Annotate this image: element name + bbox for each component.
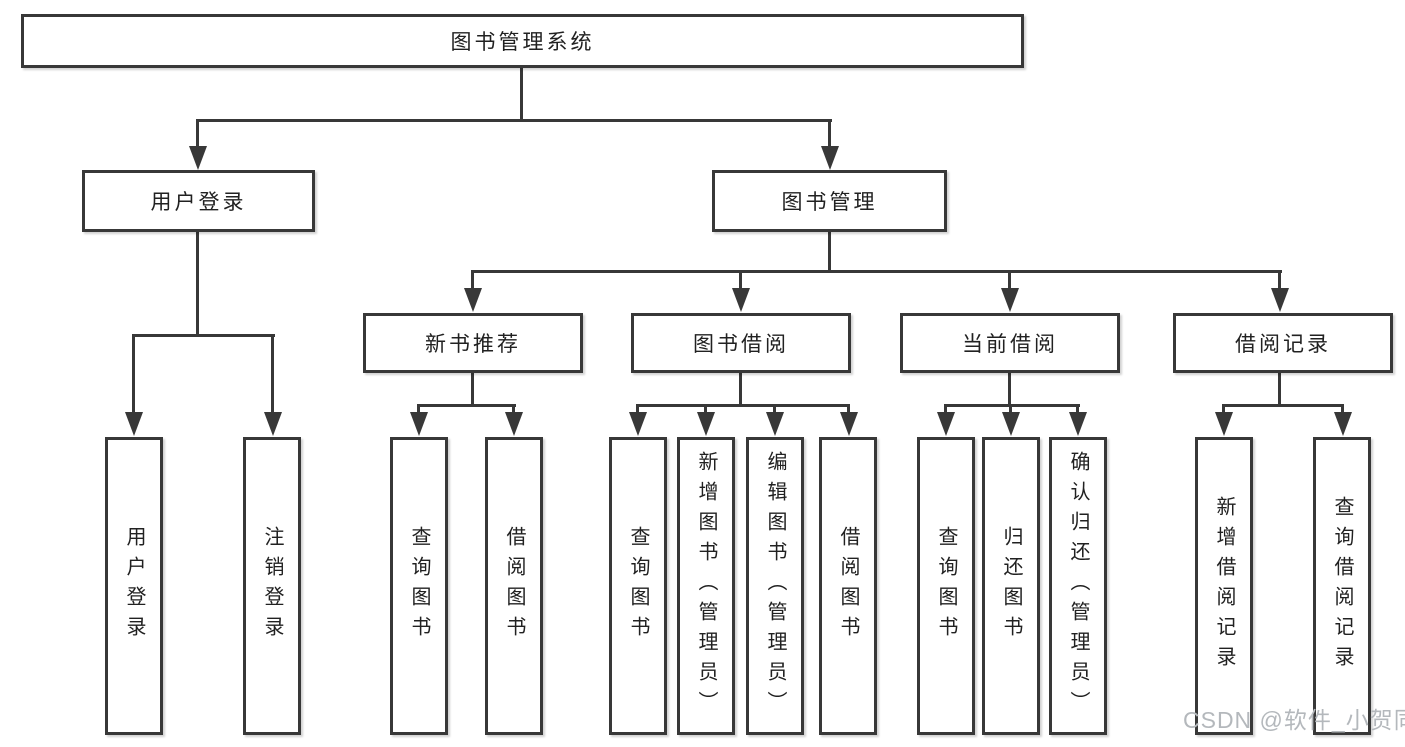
- node-book-management: 图书管理: [712, 170, 947, 232]
- connector-shaft: [271, 334, 274, 414]
- connector-login-down: [196, 232, 199, 337]
- node-label: 归还图书: [1000, 526, 1022, 646]
- leaf-return-book: 归还图书: [982, 437, 1040, 735]
- connector-hline: [417, 404, 516, 407]
- arrow-down-icon: [1069, 412, 1087, 436]
- connector-shaft: [417, 404, 420, 414]
- connector-shaft: [739, 270, 742, 290]
- connector-stub: [1278, 373, 1281, 407]
- connector-stub: [1008, 373, 1011, 407]
- leaf-add-book-admin: 新增图书（管理员）: [677, 437, 735, 735]
- arrow-down-icon: [1334, 412, 1352, 436]
- connector-shaft: [1076, 404, 1079, 414]
- node-label: 确认归还（管理员）: [1067, 451, 1089, 721]
- arrow-down-icon: [505, 412, 523, 436]
- leaf-add-borrow-record: 新增借阅记录: [1195, 437, 1253, 735]
- arrow-down-icon: [1215, 412, 1233, 436]
- node-root-system: 图书管理系统: [21, 14, 1024, 68]
- arrow-down-icon: [937, 412, 955, 436]
- connector-level3-hline: [471, 270, 1282, 273]
- node-label: 新书推荐: [425, 333, 521, 356]
- leaf-query-books-current: 查询图书: [917, 437, 975, 735]
- arrow-down-icon: [1002, 412, 1020, 436]
- leaf-borrow-books-recommend: 借阅图书: [485, 437, 543, 735]
- connector-hline: [1222, 404, 1344, 407]
- arrow-down-icon: [766, 412, 784, 436]
- connector-shaft: [1009, 404, 1012, 414]
- node-label: 图书管理系统: [450, 31, 595, 54]
- leaf-edit-book-admin: 编辑图书（管理员）: [746, 437, 804, 735]
- connector-login-hline: [132, 334, 275, 337]
- node-label: 图书管理: [781, 191, 878, 214]
- arrow-down-icon: [1271, 288, 1289, 312]
- leaf-query-books-borrowing: 查询图书: [609, 437, 667, 735]
- leaf-query-books-recommend: 查询图书: [390, 437, 448, 735]
- node-current-borrowing: 当前借阅: [900, 313, 1120, 373]
- arrow-down-icon: [821, 146, 839, 170]
- connector-login-shaft: [196, 119, 199, 149]
- node-label: 查询图书: [627, 526, 649, 646]
- connector-shaft: [944, 404, 947, 414]
- connector-stub: [739, 373, 742, 407]
- node-label: 用户登录: [150, 191, 247, 214]
- connector-mgmt-shaft: [828, 119, 831, 149]
- arrow-down-icon: [125, 412, 143, 436]
- arrow-down-icon: [732, 288, 750, 312]
- leaf-user-login: 用户登录: [105, 437, 163, 735]
- node-label: 注销登录: [261, 526, 283, 646]
- node-label: 用户登录: [123, 526, 145, 646]
- connector-stub: [471, 373, 474, 407]
- connector-hline: [944, 404, 1080, 407]
- arrow-down-icon: [1001, 288, 1019, 312]
- arrow-down-icon: [629, 412, 647, 436]
- node-label: 编辑图书（管理员）: [764, 451, 786, 721]
- connector-shaft: [847, 404, 850, 414]
- node-label: 查询图书: [408, 526, 430, 646]
- node-label: 借阅图书: [837, 526, 859, 646]
- connector-shaft: [1278, 270, 1281, 290]
- leaf-logout: 注销登录: [243, 437, 301, 735]
- connector-shaft: [1008, 270, 1011, 290]
- arrow-down-icon: [697, 412, 715, 436]
- arrow-down-icon: [264, 412, 282, 436]
- connector-hline: [636, 404, 850, 407]
- node-book-borrowing: 图书借阅: [631, 313, 851, 373]
- arrow-down-icon: [464, 288, 482, 312]
- node-label: 新增图书（管理员）: [695, 451, 717, 721]
- node-label: 新增借阅记录: [1213, 496, 1235, 676]
- connector-level1-hline: [196, 119, 832, 122]
- csdn-watermark: CSDN @软件_小贺同学: [1183, 707, 1405, 733]
- arrow-down-icon: [189, 146, 207, 170]
- leaf-query-borrow-record: 查询借阅记录: [1313, 437, 1371, 735]
- arrow-down-icon: [410, 412, 428, 436]
- node-label: 借阅记录: [1235, 333, 1331, 356]
- connector-root-stub: [520, 68, 523, 122]
- node-borrowing-records: 借阅记录: [1173, 313, 1393, 373]
- node-label: 图书借阅: [693, 333, 789, 356]
- node-label: 当前借阅: [962, 333, 1058, 356]
- leaf-confirm-return-admin: 确认归还（管理员）: [1049, 437, 1107, 735]
- node-new-book-recommend: 新书推荐: [363, 313, 583, 373]
- connector-shaft: [636, 404, 639, 414]
- node-user-login: 用户登录: [82, 170, 315, 232]
- connector-shaft: [471, 270, 474, 290]
- connector-shaft: [1341, 404, 1344, 414]
- node-label: 查询图书: [935, 526, 957, 646]
- connector-shaft: [773, 404, 776, 414]
- connector-shaft: [704, 404, 707, 414]
- connector-shaft: [1222, 404, 1225, 414]
- connector-mgmt-down: [828, 232, 831, 273]
- node-label: 借阅图书: [503, 526, 525, 646]
- arrow-down-icon: [840, 412, 858, 436]
- leaf-borrow-books: 借阅图书: [819, 437, 877, 735]
- connector-shaft: [512, 404, 515, 414]
- node-label: 查询借阅记录: [1331, 496, 1353, 676]
- connector-shaft: [132, 334, 135, 414]
